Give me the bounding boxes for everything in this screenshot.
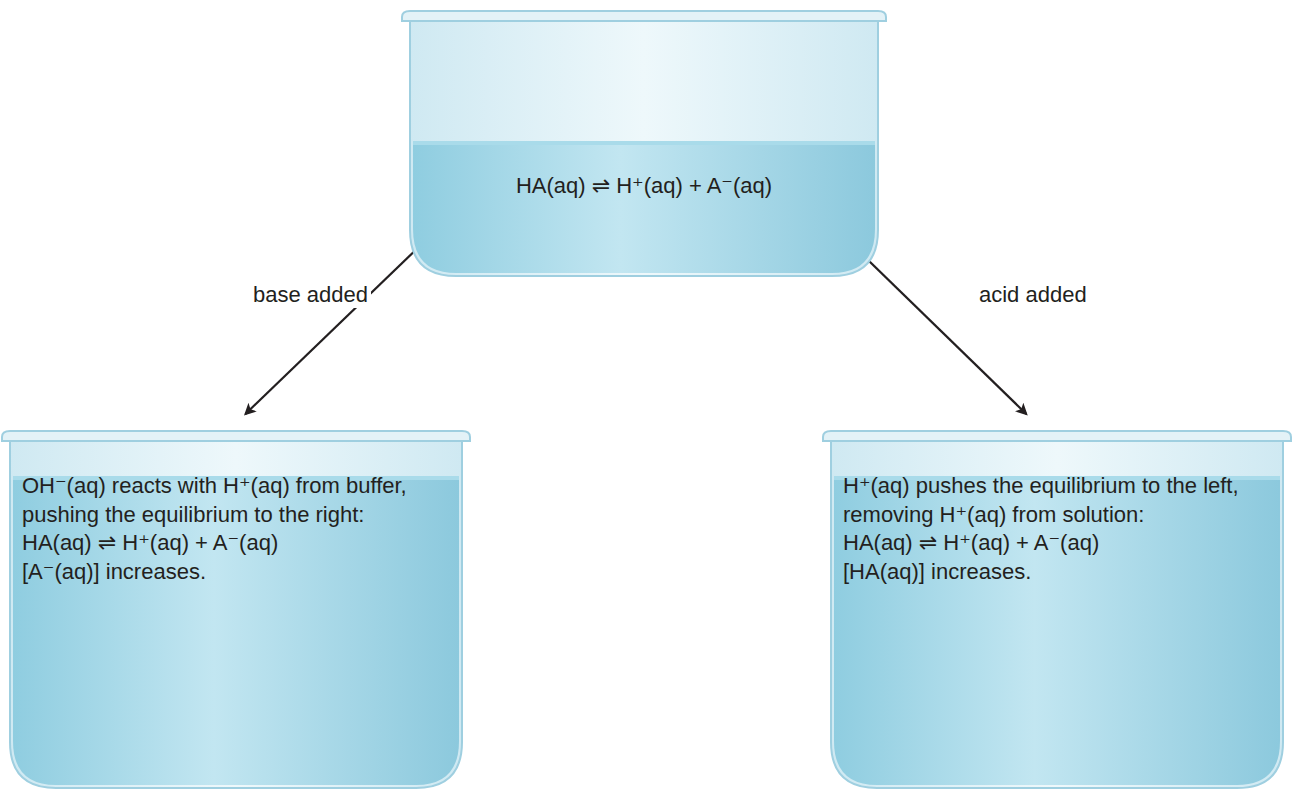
equation-text: [HA(aq)] increases. — [843, 558, 1263, 587]
beaker: HA(aq) ⇌ H⁺(aq) + A⁻(aq) — [400, 8, 888, 278]
beaker-text: OH⁻(aq) reacts with H⁺(aq) from buffer, … — [22, 472, 442, 586]
beaker-text: H⁺(aq) pushes the equilibrium to the lef… — [843, 472, 1263, 586]
arrow-label: base added — [250, 282, 371, 308]
beaker: H⁺(aq) pushes the equilibrium to the lef… — [821, 428, 1293, 790]
beaker: OH⁻(aq) reacts with H⁺(aq) from buffer, … — [0, 428, 472, 790]
reaction-arrow — [859, 251, 1027, 414]
arrow-label: acid added — [976, 282, 1090, 308]
description-text: HA(aq) ⇌ H⁺(aq) + A⁻(aq) — [434, 172, 854, 201]
description-text: H⁺(aq) pushes the equilibrium to the lef… — [843, 472, 1263, 529]
description-text: OH⁻(aq) reacts with H⁺(aq) from buffer, … — [22, 472, 442, 529]
equation-text: [A⁻(aq)] increases. — [22, 558, 442, 587]
equation-text: HA(aq) ⇌ H⁺(aq) + A⁻(aq) — [22, 529, 442, 558]
beaker-outline — [400, 8, 888, 278]
equation-text: HA(aq) ⇌ H⁺(aq) + A⁻(aq) — [843, 529, 1263, 558]
reaction-arrow — [245, 251, 414, 414]
beaker-text: HA(aq) ⇌ H⁺(aq) + A⁻(aq) — [434, 172, 854, 201]
